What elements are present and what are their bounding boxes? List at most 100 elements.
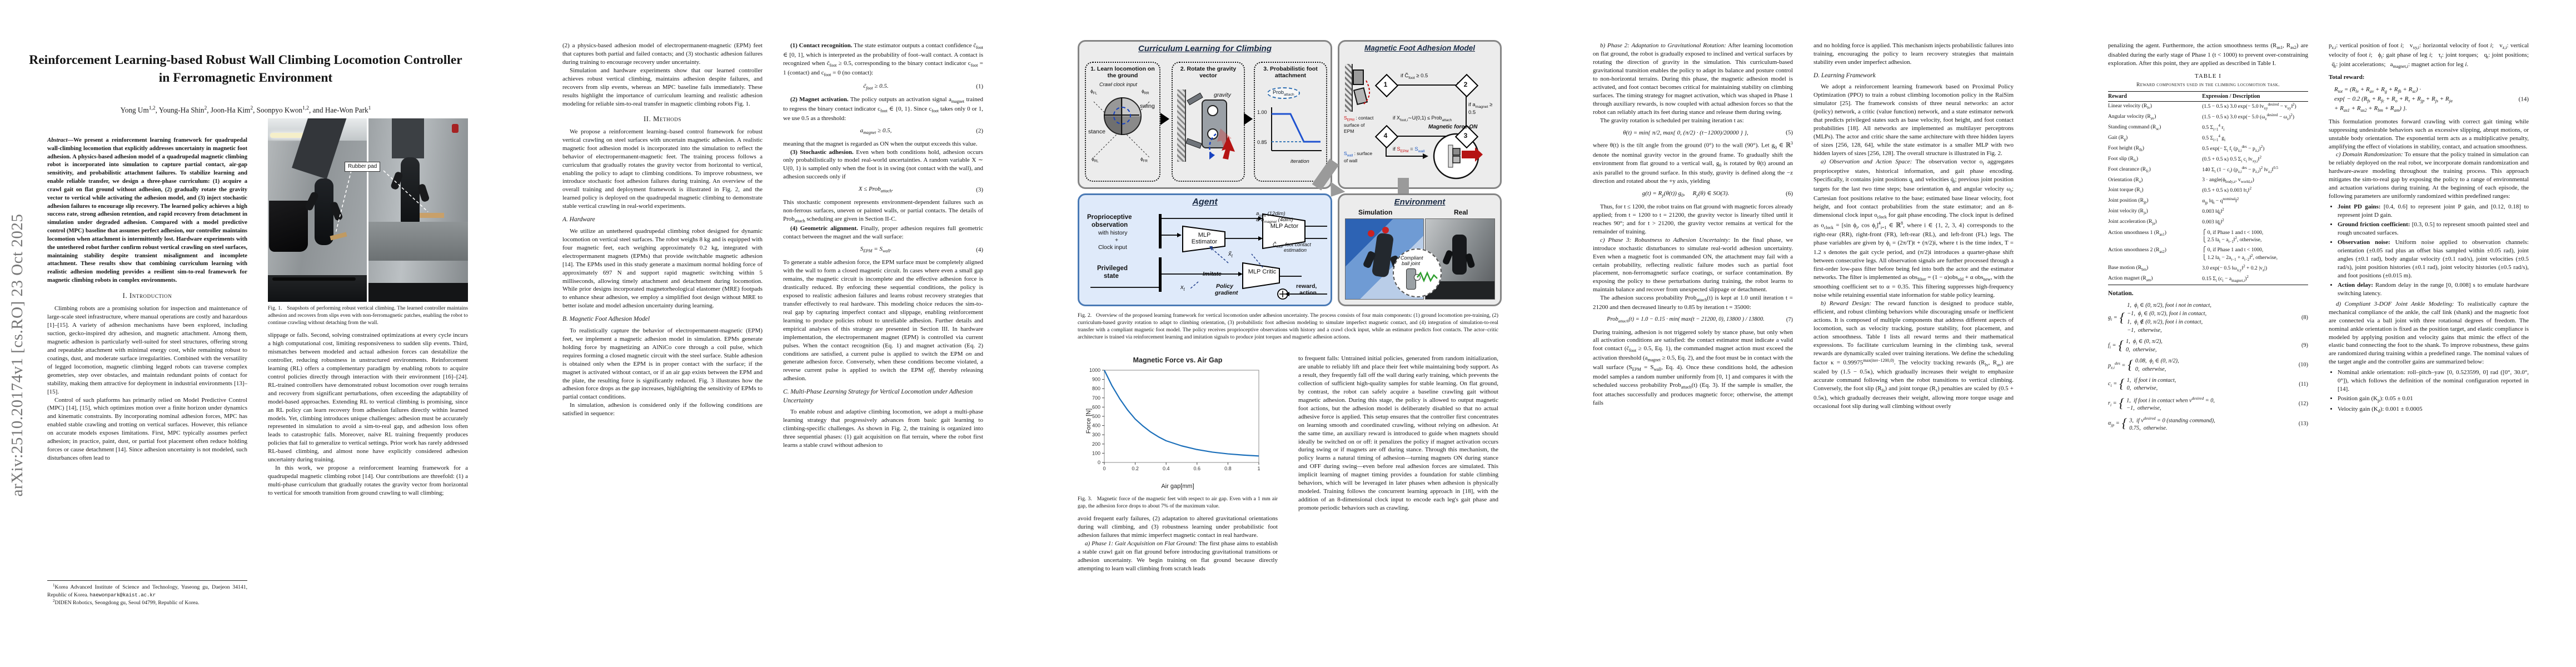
rubber-pad-right (420, 213, 444, 218)
paragraph: and no holding force is applied. This me… (1813, 42, 2014, 66)
svg-text:0: 0 (1103, 466, 1105, 471)
reward-expression: 0.5 Σi=14 gi (2202, 135, 2226, 143)
figure-2-diagram: Curriculum Learning for Climbing 1. Lear… (1078, 40, 1502, 306)
gravity-arrows (1209, 128, 1235, 160)
paragraph: To generate a stable adhesion force, the… (783, 259, 984, 382)
reward-label: Action smoothness 1 (Ras1) (2108, 229, 2166, 237)
table-row: Action smoothness 2 (Ras2) ⎧ 0, if Phase… (2108, 246, 2308, 264)
paragraph: a) Phase 1: Gait Acquisition on Flat Gro… (1078, 540, 1278, 572)
reward-label: Joint position (Rjp) (2108, 197, 2149, 205)
footnote-affiliation-2: 2DIDEN Robotics, Seongdong gu, Seoul 047… (53, 599, 200, 606)
svg-text:600: 600 (1092, 404, 1100, 410)
page-3: Curriculum Learning for Climbing 1. Lear… (1030, 0, 1546, 667)
reward-label: Gait (Rg) (2108, 135, 2128, 142)
table-row: Joint acceleration (Rja) 0.003 ‖q̈t‖2 (2108, 218, 2308, 228)
mlp-actor-label: MLP Actor (1270, 223, 1299, 230)
reward-expression: (0.5 + 0.5 κ) 0.5 Σi ci ‖vxy,i‖2 (2202, 156, 2262, 164)
reward-expression: αjp ‖qt − qnominal‖2 (2202, 197, 2239, 206)
agent-panel: Agent (1078, 193, 1332, 306)
paragraph: Thus, for t ≤ 1200, the robot trains on … (1593, 203, 1793, 235)
subsection-hardware: A. Hardware (562, 216, 595, 223)
cases-brace: { (2118, 338, 2124, 353)
randomization-bullet: Joint PD gains: [0.4, 0.6] to represent … (2338, 203, 2529, 220)
svg-text:0: 0 (1098, 460, 1100, 465)
paragraph: During training, adhesion is not trigger… (1593, 328, 1793, 407)
reward-expression: 0.5 exp(− Σi fi (pz,ides − pz,i)2) (2202, 145, 2265, 153)
paragraph: b) Reward Design: The reward function is… (1813, 300, 2014, 410)
reward-label: Foot slip (Rfs) (2108, 156, 2139, 163)
svg-text:900: 900 (1092, 377, 1100, 382)
condition-1: if C̃foot ≥ 0.5 (1401, 73, 1428, 80)
equation-6: g(t) = Ry(θ(t)) g0, Ry(θ) ∈ SO(3).(6) (1642, 190, 1793, 198)
reward-label: Foot clearance (Rfc) (2108, 166, 2151, 174)
xt-label: xt (1180, 284, 1185, 292)
figure-1-photo: Rubber pad (268, 118, 468, 302)
p2-col1: (2) a physics-based adhesion model of el… (562, 42, 763, 418)
svg-text:100: 100 (1092, 450, 1100, 456)
notation-equation: pz,ides = { 0.08, ϕi ∈ (0, π/2),0, other… (2108, 357, 2308, 372)
table-row: Linear velocity (Rlv) (1.5 − 0.5 κ) 3.0 … (2108, 102, 2308, 113)
table-1-caption: Reward components used in the climbing l… (2136, 82, 2280, 88)
cases-brace: { (2127, 357, 2133, 372)
section-introduction: I. Introduction (122, 291, 172, 300)
table-row: Angular velocity (Rav) (1.5 − 0.5 κ) 3.0… (2108, 113, 2308, 123)
curriculum-box-1: 1. Learn locomotion on the ground Crawl … (1085, 62, 1160, 182)
flow-arrow (1160, 113, 1169, 125)
ankle-bullet: Position gain (Kp): 0.05 ± 0.01 (2338, 395, 2529, 404)
wall-hatch (1177, 89, 1186, 162)
paragraph: (4) Geometric alignment. Finally, proper… (783, 225, 983, 241)
cases-brace: { (2119, 310, 2125, 325)
reward-label: Joint torque (Rτ) (2108, 187, 2144, 195)
robot-silhouette (315, 178, 333, 245)
simulation-label: Simulation (1358, 208, 1393, 216)
equation-5: θ(t) = min{ π/2, max{ 0, (π/2) · (t−1200… (1623, 129, 1793, 136)
sepm-legend: SEPM : contact surface of EPM (1344, 115, 1374, 134)
paragraph: We propose a reinforcement learning–base… (562, 128, 763, 210)
paragraph: Climbing robots are a promising solution… (47, 305, 247, 395)
ankle-bullet: Velocity gain (Kd): 0.001 ± 0.0005 (2338, 405, 2529, 415)
notation-equation: ri = { 1, if foot i in contact when vdes… (2108, 395, 2308, 411)
footnotes: 1Korea Advanced Institute of Science and… (47, 580, 247, 607)
table-row: Foot height (Rfh) 0.5 exp(− Σi fi (pz,id… (2108, 145, 2308, 155)
svg-text:400: 400 (1092, 423, 1100, 429)
paragraph: (3) Stochastic adhesion. Even when both … (783, 148, 984, 181)
table-row: Joint position (Rjp) αjp ‖qt − qnominal‖… (2108, 197, 2308, 207)
reward-label: Linear velocity (Rlv) (2108, 102, 2152, 110)
equation-14: Rtot = (Rlv + Rav + Rg + Rfh + Rsc) ·exp… (2334, 86, 2529, 113)
chart-xlabel: Air gap[mm] (1161, 483, 1194, 490)
prob-schedule-plot (1271, 107, 1322, 151)
paragraph: (2) Magnet activation. The policy output… (783, 96, 984, 122)
table-row: Joint torque (Rτ) (0.5 + 0.5 κ) 0.003 ‖τ… (2108, 186, 2308, 197)
magnetic-force-on-label: Magnetic force ON (1428, 124, 1478, 130)
svg-text:0.8: 0.8 (1224, 466, 1232, 471)
curriculum-box-2: 2. Rotate the gravity vector gravity (1172, 62, 1245, 182)
chart-title: Magnetic Force vs. Air Gap (1133, 356, 1223, 364)
p4-col2: and no holding force is applied. This me… (1813, 42, 2014, 411)
reward-label: Angular velocity (Rav) (2108, 113, 2156, 121)
annotation-arrows (335, 170, 428, 233)
paper-authors: Yong Um1,2, Young-Ha Shin2, Joon-Ha Kim2… (120, 106, 371, 115)
condition-4: if SEPM = Swall (1393, 146, 1425, 153)
adhesion-title: Magnetic Foot Adhesion Model (1364, 44, 1475, 52)
photo-right-panel (368, 118, 468, 302)
page-2: (2) a physics-based adhesion model of el… (515, 0, 1030, 667)
randomization-bullet: Ground friction coefficient: [0.3, 0.5] … (2338, 221, 2529, 237)
svg-text:0.2: 0.2 (1132, 466, 1139, 471)
p3-col2: to frequent falls: Untrained initial pol… (1298, 355, 1498, 512)
paragraph: c) Phase 3: Robustness to Adhesion Uncer… (1593, 236, 1793, 293)
epm-block (1353, 69, 1364, 85)
svg-text:1000: 1000 (1089, 367, 1100, 373)
reward-expression: ⎧ 0, if Phase 1 and t < 1000,⎩ 2.5 ‖at −… (2202, 229, 2264, 245)
equation-1: c̃foot ≥ 0.5.(1) (863, 82, 983, 91)
notation-glossary: pz,i: vertical position of foot i; vxy,i… (2329, 42, 2529, 69)
figure-2-caption-wrap: Fig. 2. Overview of the proposed learnin… (1078, 309, 1498, 346)
paragraph: a) Observation and Action Space: The obs… (1813, 158, 2014, 298)
environment-title: Environment (1394, 197, 1446, 207)
paragraph: avoid frequent early failures, (2) adapt… (1078, 515, 1278, 539)
equation-3: X ≤ Probattach.(3) (858, 186, 983, 194)
reward-expression: (0.5 + 0.5 κ) 0.003 ‖τt‖2 (2202, 187, 2252, 195)
abstract: Abstract—We present a reinforcement lear… (47, 137, 247, 284)
table-row: Action smoothness 1 (Ras1) ⎧ 0, if Phase… (2108, 228, 2308, 246)
paragraph: b) Phase 2: Adaptation to Gravitational … (1593, 42, 1793, 116)
equation-2: amagnet ≥ 0.5,(2) (860, 127, 983, 135)
